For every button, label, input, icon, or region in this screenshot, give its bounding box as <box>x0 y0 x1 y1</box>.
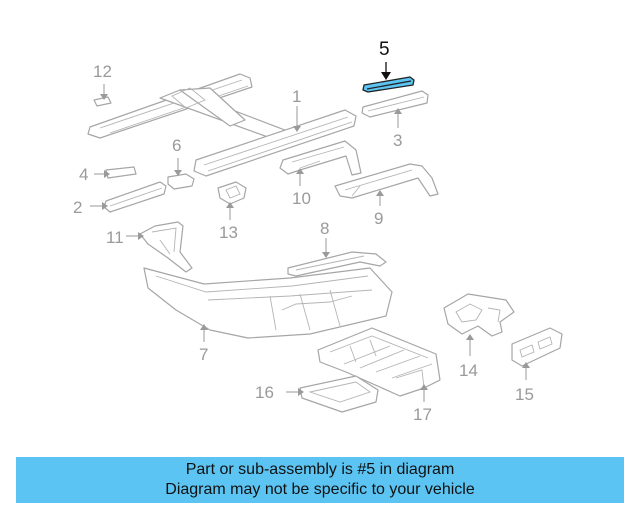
callout-2: 2 <box>73 198 82 217</box>
part-7[interactable] <box>143 267 393 342</box>
callout-16: 16 <box>255 383 274 402</box>
part-8[interactable] <box>287 238 387 277</box>
part-9[interactable] <box>334 163 439 206</box>
callout-7: 7 <box>199 345 208 364</box>
callout-10: 10 <box>292 189 311 208</box>
callout-12: 12 <box>93 62 112 81</box>
part-13[interactable] <box>217 181 247 220</box>
part-16[interactable] <box>286 375 379 413</box>
callout-3: 3 <box>393 131 402 150</box>
part-14[interactable] <box>443 293 515 356</box>
part-17[interactable] <box>317 327 441 402</box>
part-info-banner: Part or sub-assembly is #5 in diagram Di… <box>16 457 624 503</box>
part-4[interactable] <box>94 166 137 179</box>
callout-13: 13 <box>219 223 238 242</box>
callout-11: 11 <box>106 228 124 247</box>
part-6[interactable] <box>167 158 195 190</box>
part-5[interactable] <box>362 62 415 93</box>
part-11[interactable] <box>126 221 193 273</box>
part-1[interactable] <box>87 73 357 177</box>
callout-14: 14 <box>459 361 478 380</box>
callout-17: 17 <box>413 405 432 424</box>
callout-8: 8 <box>320 219 329 238</box>
callout-1: 1 <box>292 87 301 106</box>
part-3[interactable] <box>361 90 429 128</box>
part-15[interactable] <box>511 327 563 380</box>
parts-diagram: 12 1 5 3 6 4 2 <box>73 39 563 424</box>
callout-15: 15 <box>515 385 534 404</box>
part-10[interactable] <box>279 140 362 186</box>
callout-4: 4 <box>79 165 88 184</box>
banner-line-1: Part or sub-assembly is #5 in diagram <box>185 461 455 478</box>
callout-6: 6 <box>172 136 181 155</box>
part-2[interactable] <box>90 181 167 213</box>
banner-line-2: Diagram may not be specific to your vehi… <box>165 481 475 498</box>
callout-9: 9 <box>374 209 383 228</box>
callout-5: 5 <box>379 39 390 60</box>
